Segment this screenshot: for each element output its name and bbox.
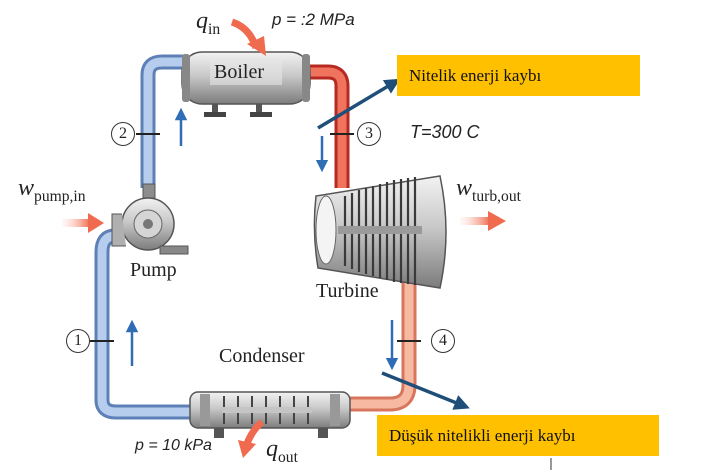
turbine-work-arrow bbox=[460, 217, 490, 225]
boiler bbox=[181, 51, 311, 117]
heat-in-label: qin bbox=[196, 8, 220, 39]
turbine-work-symbol: w bbox=[456, 175, 473, 201]
state-ticks bbox=[90, 133, 421, 342]
state-3: 3 bbox=[357, 122, 381, 146]
heat-out-symbol: q bbox=[266, 436, 278, 462]
pump-label: Pump bbox=[130, 259, 177, 281]
turbine-work-subscript: turb,out bbox=[472, 187, 521, 205]
pump bbox=[111, 183, 189, 255]
heat-out-subscript: out bbox=[278, 448, 298, 466]
pump-work-arrow-head bbox=[88, 213, 104, 233]
heat-out-label: qout bbox=[266, 436, 298, 467]
condenser-label: Condenser bbox=[219, 345, 305, 367]
state-2: 2 bbox=[111, 122, 135, 146]
condenser bbox=[189, 391, 351, 438]
pump-work-label: wpump,in bbox=[18, 175, 86, 206]
turbine-inlet-temperature: T=300 C bbox=[410, 122, 480, 142]
turbine-label: Turbine bbox=[316, 280, 379, 302]
high-quality-energy-loss-callout: Nitelik enerji kaybı bbox=[397, 55, 640, 96]
pump-work-subscript: pump,in bbox=[34, 187, 86, 205]
low-quality-energy-loss-text: Düşük nitelikli enerji kaybı bbox=[389, 425, 576, 445]
cold-pipe bbox=[94, 54, 196, 420]
pump-work-symbol: w bbox=[18, 175, 35, 201]
heat-out-arrow-head bbox=[238, 440, 256, 458]
state-4: 4 bbox=[431, 329, 455, 353]
state-1: 1 bbox=[66, 329, 90, 353]
boiler-label: Boiler bbox=[214, 61, 264, 83]
pointer-arrow-high bbox=[317, 78, 401, 130]
pointer-arrow-low bbox=[381, 371, 470, 410]
turbine-work-label: wturb,out bbox=[456, 175, 521, 206]
turbine-work-arrow-head bbox=[488, 211, 506, 231]
pump-work-arrow bbox=[62, 219, 90, 227]
heat-in-arrow-head bbox=[247, 36, 266, 56]
heat-in-subscript: in bbox=[208, 20, 221, 38]
turbine bbox=[313, 175, 447, 289]
high-pressure-label: p = :2 MPa bbox=[272, 10, 355, 29]
hot-pipe bbox=[310, 64, 350, 188]
high-quality-energy-loss-text: Nitelik enerji kaybı bbox=[409, 65, 542, 85]
low-pressure-label: p = 10 kPa bbox=[135, 437, 212, 454]
low-quality-energy-loss-callout: Düşük nitelikli enerji kaybı bbox=[377, 415, 659, 456]
heat-in-symbol: q bbox=[196, 8, 208, 34]
